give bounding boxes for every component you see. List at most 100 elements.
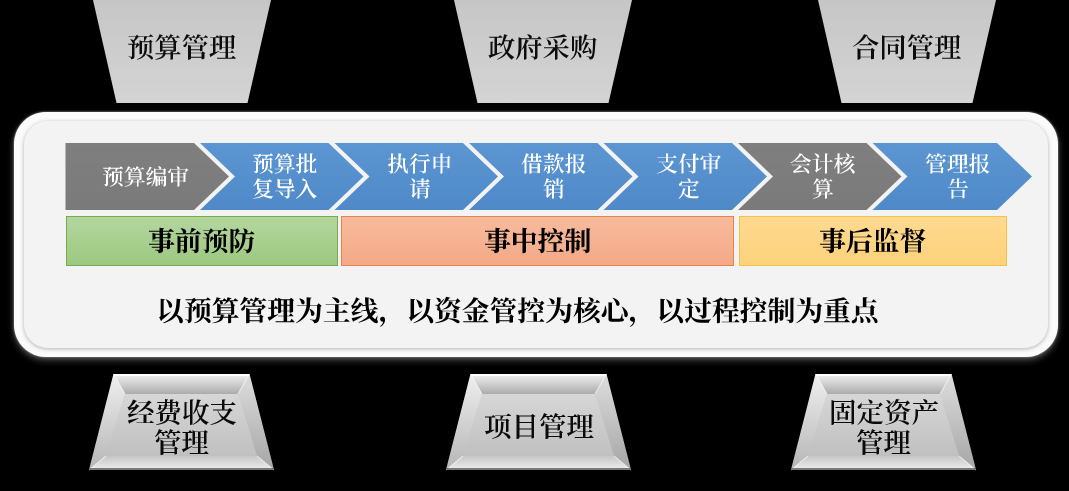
bottom-block-label-line: [484, 412, 593, 439]
keycap-bottom-bevel: [446, 456, 631, 470]
keycap-bottom-shadow-edge: [791, 468, 976, 470]
keycap-shape: [446, 374, 631, 471]
step-label-line: [521, 152, 586, 174]
top-funnel-government-procurement: 政府采购: [454, 0, 632, 103]
keycap-bottom-bevel: [791, 456, 976, 470]
step-shape-execution-application: [334, 142, 498, 210]
keycap-face: [463, 394, 614, 456]
phase-band-label-text: 事中控制: [342, 217, 343, 218]
bottom-block-label-line: [831, 399, 938, 425]
step-shape-payment-review: [603, 142, 767, 210]
glyph-path: [925, 152, 990, 174]
glyph-path: [678, 178, 699, 199]
bottom-block-funds-revenue-expenditure-management: 经费收支管理: [89, 374, 274, 471]
funnel-polygon: [454, 0, 632, 103]
keycap-top-highlight: [815, 374, 952, 376]
phase-band-in-process-control: 事中控制: [341, 215, 735, 266]
step-label-line: [543, 178, 565, 199]
glyph-path: [253, 178, 318, 199]
glyph-path: [852, 34, 961, 60]
glyph-path: [857, 429, 911, 455]
step-label-text: 管理报告: [0, 0, 1, 1]
phase-band-label: [820, 227, 926, 254]
keycap-top-bevel: [470, 374, 607, 394]
keycap-top-highlight: [470, 374, 607, 376]
funnel-polygon: [817, 0, 996, 103]
glyph-path: [128, 34, 237, 60]
step-shape-accounting: [738, 142, 902, 210]
keycap-bevel-seams: [791, 374, 976, 471]
slogan-text: 以预算管理为主线，以资金管控为核心，以过程控制为重点: [0, 0, 1, 1]
step-label-line: [790, 152, 855, 174]
step-label-text: 预算编审: [0, 0, 1, 1]
phase-band-label-text: 事后监督: [740, 217, 741, 218]
step-label-line: [409, 178, 430, 199]
slogan-label: [158, 296, 878, 327]
glyph-path: [158, 296, 878, 327]
process-steps-shapes: [65, 142, 1032, 210]
bottom-block-label-line: [857, 429, 911, 455]
step-label-text: 预算批复导入: [0, 0, 1, 1]
keycap-top-highlight: [113, 374, 250, 376]
top-funnel-contract-management: 合同管理: [817, 0, 996, 103]
top-funnel-budget-management: 预算管理: [93, 0, 271, 103]
bottom-block-label-line: [155, 429, 209, 455]
phase-band-label-text: 事前预防: [67, 217, 68, 218]
step-label-text: 借款报销: [0, 0, 1, 1]
step-label-line: [387, 152, 451, 174]
step-label-line: [253, 178, 318, 199]
glyph-path: [831, 399, 938, 425]
top-funnel-label: [852, 34, 961, 60]
keycap-left-bevel: [446, 374, 482, 470]
keycap-bottom-bevel: [89, 456, 274, 470]
step-label-text: 会计核算: [0, 0, 1, 1]
glyph-path: [820, 227, 926, 254]
step-label-line: [253, 152, 317, 174]
glyph-path: [127, 399, 236, 425]
keycap-bottom-shadow-edge: [89, 468, 274, 470]
funnel-shape: [454, 0, 632, 103]
glyph-path: [488, 34, 597, 60]
keycap-top-bevel: [815, 374, 952, 394]
phase-band-label: [149, 227, 255, 254]
glyph-path: [947, 178, 968, 199]
glyph-path: [484, 412, 593, 439]
keycap-right-bevel: [238, 374, 274, 470]
glyph-path: [790, 152, 855, 174]
glyph-path: [102, 165, 189, 187]
keycap-right-bevel: [595, 374, 631, 470]
keycap-left-bevel: [791, 374, 827, 470]
bottom-block-project-management: 项目管理: [446, 374, 631, 471]
step-shape-budget-compilation-review: [65, 142, 229, 210]
phase-band-post-supervision: 事后监督: [738, 215, 1007, 266]
bottom-block-fixed-assets-management: 固定资产管理: [791, 374, 976, 471]
keycap-top-bevel: [113, 374, 250, 394]
keycap-bevel-seams: [89, 374, 274, 471]
glyph-path: [656, 152, 721, 174]
phase-band-label: [485, 227, 591, 254]
step-shape-loan-reimbursement: [469, 142, 633, 210]
keycap-bottom-shadow-edge: [446, 468, 631, 470]
step-label-line: [678, 178, 699, 199]
keycap-right-bevel: [940, 374, 976, 470]
step-label-text: 执行申请: [0, 0, 1, 1]
keycap-bevel-seams: [446, 374, 631, 471]
glyph-path: [149, 227, 255, 254]
step-label-line: [102, 165, 189, 187]
glyph-path: [253, 152, 317, 174]
glyph-path: [813, 178, 834, 199]
glyph-path: [409, 178, 430, 199]
funnel-shape: [817, 0, 996, 103]
glyph-path: [155, 429, 209, 455]
phase-band-pre-prevention: 事前预防: [66, 215, 338, 266]
funnel-shape: [93, 0, 271, 103]
keycap-left-bevel: [89, 374, 125, 470]
funnel-polygon: [93, 0, 271, 103]
step-shape-budget-approval-import: [200, 142, 364, 210]
step-label-text: 支付审定: [0, 0, 1, 1]
glyph-path: [521, 152, 586, 174]
glyph-path: [485, 227, 591, 254]
glyph-path: [387, 152, 451, 174]
step-label-line: [656, 152, 721, 174]
